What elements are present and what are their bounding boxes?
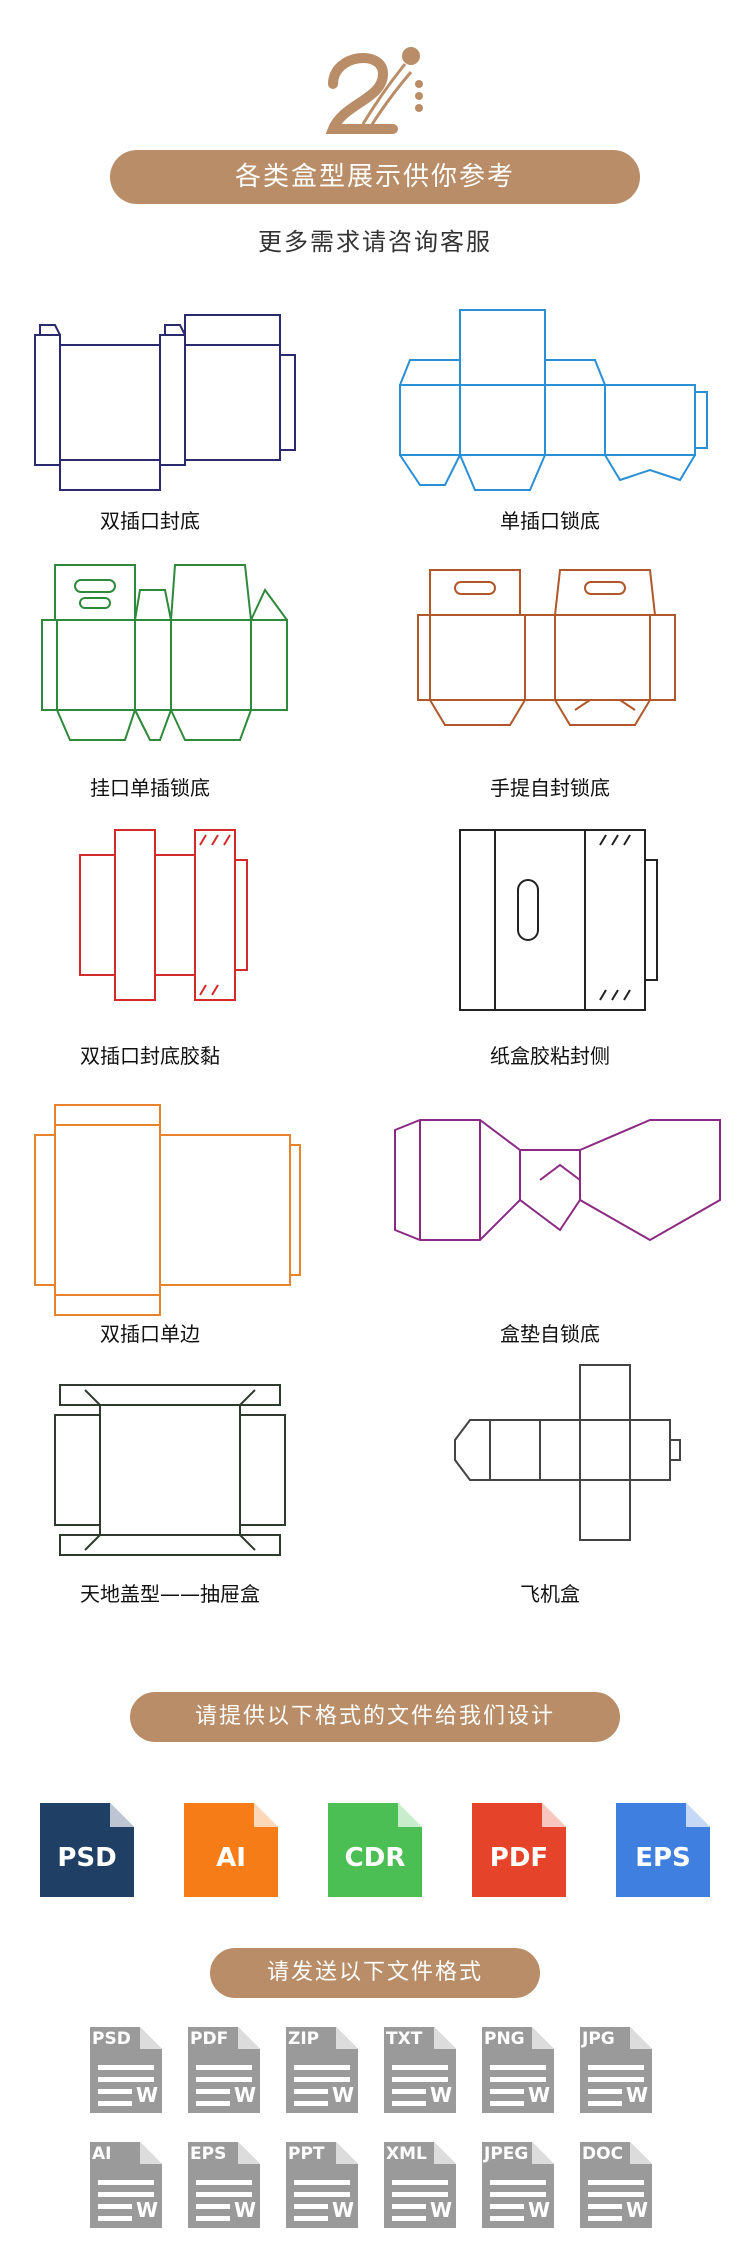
send-banner-text: 请发送以下文件格式 bbox=[266, 1960, 483, 1985]
box-label: 双插口封底 bbox=[100, 509, 200, 533]
dieline-tray-lock bbox=[394, 1119, 721, 1242]
dieline-hanger-tuck-lock bbox=[41, 564, 288, 741]
format-label: PSD bbox=[57, 1843, 117, 1873]
document-w-mark: W bbox=[233, 2083, 256, 2107]
page-subtitle: 更多需求请咨询客服 bbox=[258, 228, 492, 256]
box-dielines-canvas bbox=[34, 309, 721, 1556]
dieline-single-tuck-lock bbox=[399, 309, 708, 491]
format-label: AI bbox=[216, 1843, 246, 1873]
page-title: 各类盒型展示供你参考 bbox=[234, 162, 515, 192]
document-icon: PDF W bbox=[186, 2025, 262, 2115]
document-format-label: EPS bbox=[190, 2144, 227, 2164]
document-format-label: AI bbox=[92, 2144, 112, 2164]
document-w-mark: W bbox=[429, 2083, 452, 2107]
box-label: 盒垫自锁底 bbox=[500, 1322, 600, 1346]
document-format-label: JPEG bbox=[484, 2144, 529, 2164]
dieline-glued-side bbox=[459, 829, 658, 1011]
box-label: 挂口单插锁底 bbox=[90, 776, 210, 800]
document-icon: DOC W bbox=[578, 2140, 654, 2230]
document-icon: ZIP W bbox=[284, 2025, 360, 2115]
document-format-label: XML bbox=[386, 2144, 427, 2164]
document-w-mark: W bbox=[527, 2083, 550, 2107]
document-w-mark: W bbox=[233, 2198, 256, 2222]
format-label: CDR bbox=[344, 1843, 406, 1873]
box-label: 手提自封锁底 bbox=[490, 776, 610, 800]
dieline-handle-lock bbox=[417, 569, 676, 726]
brand-logo bbox=[323, 44, 427, 134]
format-label: EPS bbox=[635, 1843, 691, 1873]
box-label: 双插口封底胶黏 bbox=[80, 1044, 220, 1068]
document-icon: PNG W bbox=[480, 2025, 556, 2115]
document-format-label: PSD bbox=[92, 2029, 131, 2049]
formats-banner-text: 请提供以下格式的文件给我们设计 bbox=[194, 1704, 555, 1729]
formats-banner: 请提供以下格式的文件给我们设计 bbox=[130, 1692, 620, 1742]
document-icon: XML W bbox=[382, 2140, 458, 2230]
document-format-label: TXT bbox=[386, 2029, 423, 2049]
document-w-mark: W bbox=[331, 2083, 354, 2107]
cdr-file-icon: CDR bbox=[320, 1795, 430, 1905]
document-icon: JPEG W bbox=[480, 2140, 556, 2230]
document-w-mark: W bbox=[527, 2198, 550, 2222]
document-format-label: PDF bbox=[190, 2029, 229, 2049]
document-icon: JPG W bbox=[578, 2025, 654, 2115]
box-label: 飞机盒 bbox=[520, 1582, 580, 1606]
showcase-title-banner: 各类盒型展示供你参考 bbox=[110, 150, 640, 204]
document-format-label: PPT bbox=[288, 2144, 325, 2164]
document-icon: TXT W bbox=[382, 2025, 458, 2115]
dieline-double-tuck bbox=[34, 314, 296, 491]
document-w-mark: W bbox=[625, 2083, 648, 2107]
document-format-label: ZIP bbox=[288, 2029, 320, 2049]
dieline-double-tuck-single-side bbox=[34, 1104, 301, 1316]
box-label: 单插口锁底 bbox=[500, 509, 600, 533]
document-w-mark: W bbox=[135, 2083, 158, 2107]
document-w-mark: W bbox=[625, 2198, 648, 2222]
document-icon: PSD W bbox=[88, 2025, 164, 2115]
document-icon: AI W bbox=[88, 2140, 164, 2230]
document-w-mark: W bbox=[135, 2198, 158, 2222]
box-label: 双插口单边 bbox=[100, 1322, 200, 1346]
format-label: PDF bbox=[489, 1843, 549, 1873]
dieline-drawer-box bbox=[54, 1384, 286, 1556]
psd-file-icon: PSD bbox=[32, 1795, 142, 1905]
box-label: 纸盒胶粘封侧 bbox=[490, 1044, 610, 1068]
document-format-label: PNG bbox=[484, 2029, 525, 2049]
eps-file-icon: EPS bbox=[608, 1795, 718, 1905]
pdf-file-icon: PDF bbox=[464, 1795, 574, 1905]
document-format-label: JPG bbox=[582, 2029, 615, 2049]
document-format-label: DOC bbox=[582, 2144, 624, 2164]
dieline-double-tuck-glued bbox=[79, 829, 248, 1001]
box-label: 天地盖型——抽屉盒 bbox=[80, 1582, 260, 1606]
ai-file-icon: AI bbox=[176, 1795, 286, 1905]
send-formats-banner: 请发送以下文件格式 bbox=[210, 1948, 540, 1998]
dieline-mailer-box bbox=[454, 1364, 681, 1541]
document-w-mark: W bbox=[429, 2198, 452, 2222]
document-icon: EPS W bbox=[186, 2140, 262, 2230]
document-w-mark: W bbox=[331, 2198, 354, 2222]
document-icon: PPT W bbox=[284, 2140, 360, 2230]
